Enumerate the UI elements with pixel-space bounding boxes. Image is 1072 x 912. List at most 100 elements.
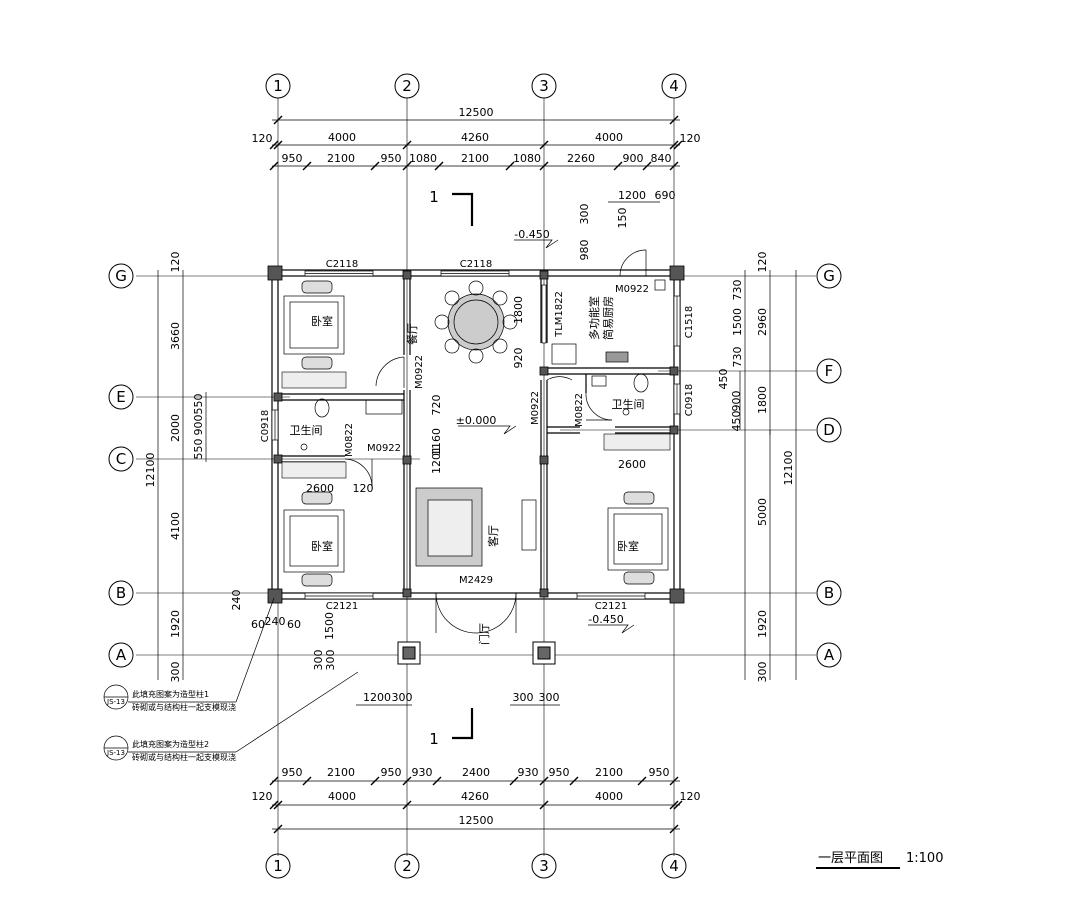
dim-misc-1160: 1160 [430, 428, 443, 456]
level-outside-bottom: -0.450 [588, 613, 623, 626]
dim-top-detail-1: 950 [282, 152, 303, 165]
dim-bottom-detail-1: 950 [282, 766, 303, 779]
axis-label-B-right: B [824, 584, 834, 602]
dim-left-top-120: 120 [169, 252, 182, 273]
dim-left-seg-4: 1920 [169, 610, 182, 638]
dim-bottom-detail-8: 2100 [595, 766, 623, 779]
dim-left-seg-2: 2000 [169, 414, 182, 442]
dim-bottom-bay-3: 4000 [595, 790, 623, 803]
dim-bottom-detail-3: 950 [381, 766, 402, 779]
axis-grid-lines [136, 98, 816, 856]
structural-columns [267, 265, 685, 604]
dim-misc-150: 150 [616, 208, 629, 229]
dim-top-detail-2: 2100 [327, 152, 355, 165]
dim-top-side-right: 120 [680, 132, 701, 145]
dim-porch-300-c: 300 [539, 691, 560, 704]
window-label-c2118-b: C2118 [460, 259, 492, 270]
note-ref-2: JS-13 [106, 749, 125, 757]
dining-table [434, 280, 518, 364]
dim-bottom-detail-6: 930 [518, 766, 539, 779]
dim-right-upper: 2960 [756, 308, 769, 336]
door-label-m0922-bath-left: M0922 [367, 443, 401, 454]
dim-porch-left-300-a: 300 [312, 650, 325, 671]
axis-label-G-right: G [823, 267, 835, 285]
dim-bottom-side-left: 120 [252, 790, 273, 803]
window-symbols [271, 270, 681, 600]
axis-label-G-left: G [115, 267, 127, 285]
dim-right-seg-6: 1920 [756, 610, 769, 638]
interior-walls [278, 276, 674, 593]
dim-right-sub-450-a: 450 [717, 369, 730, 390]
drawing-title: 一层平面图 [818, 851, 883, 866]
dim-left-total: 12100 [144, 453, 157, 488]
dim-right-sub-900: 900 [730, 391, 743, 412]
section-mark-top: 1 [429, 188, 439, 206]
dimension-lines-right [739, 270, 797, 680]
note-2-line-2: 砖砌或与结构柱一起支模现浇 [132, 752, 236, 762]
dim-left-seg-1: 3660 [169, 322, 182, 350]
axis-label-C-left: C [116, 450, 126, 468]
dim-right-top-120: 120 [756, 252, 769, 273]
dim-right-seg-2: 1500 [731, 308, 744, 336]
dim-porch-1500: 1500 [323, 612, 336, 640]
dim-left-seg-5: 300 [169, 662, 182, 683]
room-bathroom-left: 卫生间 [290, 423, 323, 437]
dim-misc-240-a: 240 [230, 590, 243, 611]
bathroom-fixtures [300, 373, 649, 451]
door-label-m0822-right: M0822 [574, 393, 585, 427]
dim-right-seg-3: 730 [731, 347, 744, 368]
dim-top-total: 12500 [459, 106, 494, 119]
axis-label-3-top: 3 [539, 77, 549, 95]
axis-label-1-bottom: 1 [273, 857, 283, 875]
dim-top-detail-5: 2100 [461, 152, 489, 165]
axis-label-2-bottom: 2 [402, 857, 412, 875]
axis-label-4-top: 4 [669, 77, 679, 95]
dim-left-sub-550-b: 550 [192, 439, 205, 460]
dim-misc-60-b: 60 [287, 618, 301, 631]
room-living: 客厅 [486, 525, 500, 547]
window-label-c2121-right: C2121 [595, 601, 627, 612]
wardrobe-hatch [281, 371, 671, 479]
axis-label-1-top: 1 [273, 77, 283, 95]
window-label-c2118-a: C2118 [326, 259, 358, 270]
section-mark-bottom: 1 [429, 730, 439, 748]
dim-top-detail-3: 950 [381, 152, 402, 165]
room-bedroom-sw: 卧室 [311, 539, 333, 553]
level-triangles [458, 239, 635, 634]
axis-bubbles-numbers [265, 73, 687, 879]
porch-columns [397, 641, 556, 665]
dim-top-detail-7: 2260 [567, 152, 595, 165]
door-label-m0922-right: M0922 [530, 391, 541, 425]
dim-top-detail-6: 1080 [513, 152, 541, 165]
dim-top-detail-9: 840 [651, 152, 672, 165]
dim-misc-1201: 1201 [430, 446, 443, 474]
axis-label-A-right: A [824, 646, 835, 664]
axis-label-A-left: A [116, 646, 127, 664]
axis-label-B-left: B [116, 584, 126, 602]
room-bedroom-se: 卧室 [617, 539, 639, 553]
dim-bottom-detail-2: 2100 [327, 766, 355, 779]
axis-label-3-bottom: 3 [539, 857, 549, 875]
window-label-tlm1822: TLM1822 [554, 291, 565, 338]
dim-bottom-detail-4: 930 [412, 766, 433, 779]
level-outside-top: -0.450 [514, 228, 549, 241]
dim-right-seg-1: 730 [731, 280, 744, 301]
door-swings [344, 249, 647, 634]
dim-right-seg-4: 1800 [756, 386, 769, 414]
dim-left-sub-900: 900 [192, 415, 205, 436]
dim-bottom-bay-1: 4000 [328, 790, 356, 803]
window-label-c0918-left: C0918 [260, 410, 271, 442]
dim-top-bay-2: 4260 [461, 131, 489, 144]
room-dining: 餐厅 [405, 323, 419, 345]
dim-misc-720: 720 [430, 395, 443, 416]
dim-misc-2600-right: 2600 [618, 458, 646, 471]
dim-bottom-detail-5: 2400 [462, 766, 490, 779]
dim-top-side-left: 120 [252, 132, 273, 145]
dim-left-sub-550-a: 550 [192, 394, 205, 415]
dim-top-bay-1: 4000 [328, 131, 356, 144]
dim-top-detail-8: 900 [623, 152, 644, 165]
dimension-lines-top [269, 115, 683, 171]
dimension-lines-left [157, 270, 207, 680]
room-bedroom-nw: 卧室 [311, 314, 333, 328]
